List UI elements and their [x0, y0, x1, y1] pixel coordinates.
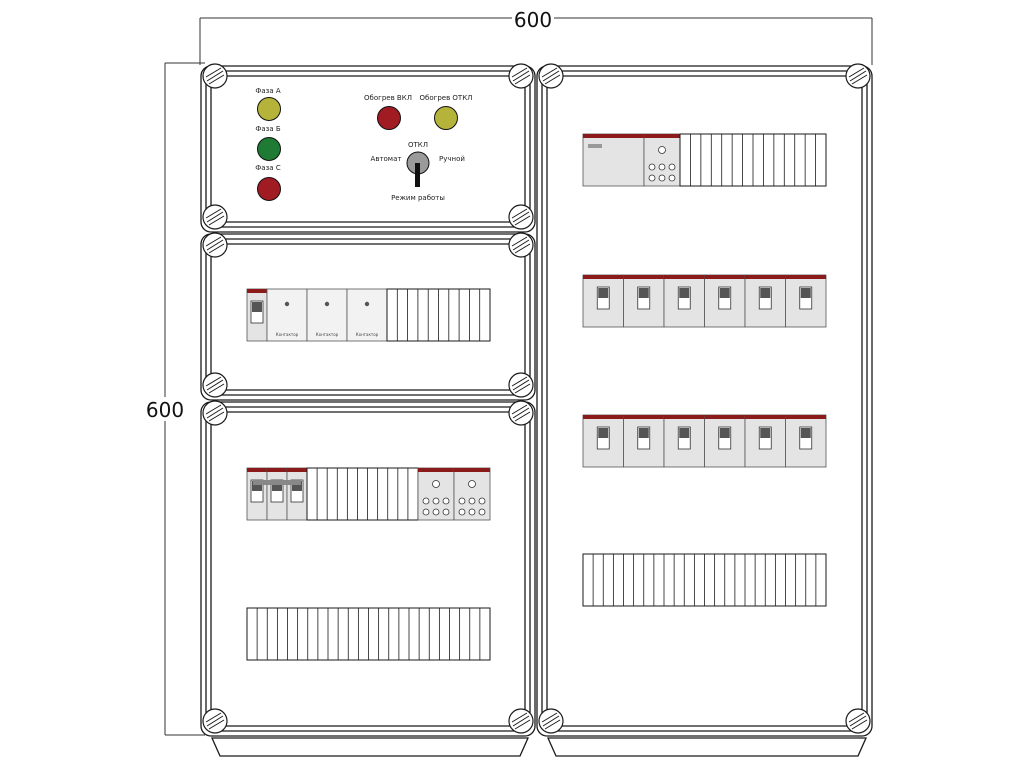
rail-bottom-left-lower [246, 607, 491, 661]
screw [845, 708, 871, 734]
busbar-link [253, 480, 301, 485]
selector-caption: Режим работы [391, 194, 445, 202]
screw [202, 400, 228, 426]
circuit-breaker [663, 274, 705, 328]
circuit-breaker [704, 274, 746, 328]
indicator-label-heating-on: Обогрев ВКЛ [364, 94, 412, 102]
selector-switch-handle [415, 163, 420, 187]
height-dimension-label: 600 [146, 398, 184, 422]
circuit-breaker [785, 274, 827, 328]
screw [202, 63, 228, 89]
rail-right-1 [582, 133, 827, 187]
rail-blank-area [306, 467, 419, 521]
selector-right-label: Ручной [439, 155, 465, 163]
circuit-breaker [582, 414, 624, 468]
screw [845, 63, 871, 89]
screw [202, 708, 228, 734]
circuit-breaker [744, 414, 786, 468]
circuit-breaker [582, 274, 624, 328]
screw [508, 63, 534, 89]
rail-right-3 [582, 414, 827, 468]
screw [202, 372, 228, 398]
contactor-caption-3: Контактор [356, 332, 379, 337]
circuit-breaker [785, 414, 827, 468]
meter-module [582, 133, 645, 187]
screw [508, 372, 534, 398]
indicator-label-heating-off: Обогрев ОТКЛ [420, 94, 473, 102]
selector-left-label: Автомат [371, 155, 402, 163]
indicator-heating-on [377, 106, 401, 130]
indicator-heating-off [434, 106, 458, 130]
circuit-breaker [623, 274, 665, 328]
circuit-breaker [663, 414, 705, 468]
screw [202, 204, 228, 230]
contactor [266, 288, 308, 342]
circuit-breaker [266, 467, 288, 521]
circuit-breaker [744, 274, 786, 328]
rail-middle-left [246, 288, 491, 342]
relay-module [417, 467, 455, 521]
control-panel: Фаза А Фаза Б Фаза С Обогрев ВКЛ Обогрев… [255, 87, 472, 202]
lamp-phase-c [257, 177, 281, 201]
screws [202, 63, 871, 734]
lamp-phase-a [257, 97, 281, 121]
rail-bottom-left-upper [246, 467, 491, 521]
circuit-breaker [286, 467, 308, 521]
screw [508, 204, 534, 230]
lamp-label-phase-b: Фаза Б [255, 125, 281, 133]
rail-right-4 [582, 553, 827, 607]
circuit-breaker [623, 414, 665, 468]
screw [538, 63, 564, 89]
circuit-breaker [704, 414, 746, 468]
lamp-phase-b [257, 137, 281, 161]
circuit-breaker [246, 288, 268, 342]
screw [508, 708, 534, 734]
din-rails [246, 133, 827, 661]
contactor-captions: Контактор Контактор Контактор [276, 332, 379, 337]
contactor-caption-2: Контактор [316, 332, 339, 337]
width-dimension-label: 600 [514, 8, 552, 32]
relay-module [453, 467, 491, 521]
screw [202, 232, 228, 258]
contactor [346, 288, 388, 342]
screw [508, 400, 534, 426]
circuit-breaker [246, 467, 268, 521]
rail-right-2 [582, 274, 827, 328]
screw [538, 708, 564, 734]
selector-top-label: ОТКЛ [408, 141, 428, 149]
contactor [306, 288, 348, 342]
relay-module [643, 133, 681, 187]
lamp-label-phase-a: Фаза А [255, 87, 281, 95]
contactor-caption-1: Контактор [276, 332, 299, 337]
screw [508, 232, 534, 258]
lamp-label-phase-c: Фаза С [255, 164, 281, 172]
